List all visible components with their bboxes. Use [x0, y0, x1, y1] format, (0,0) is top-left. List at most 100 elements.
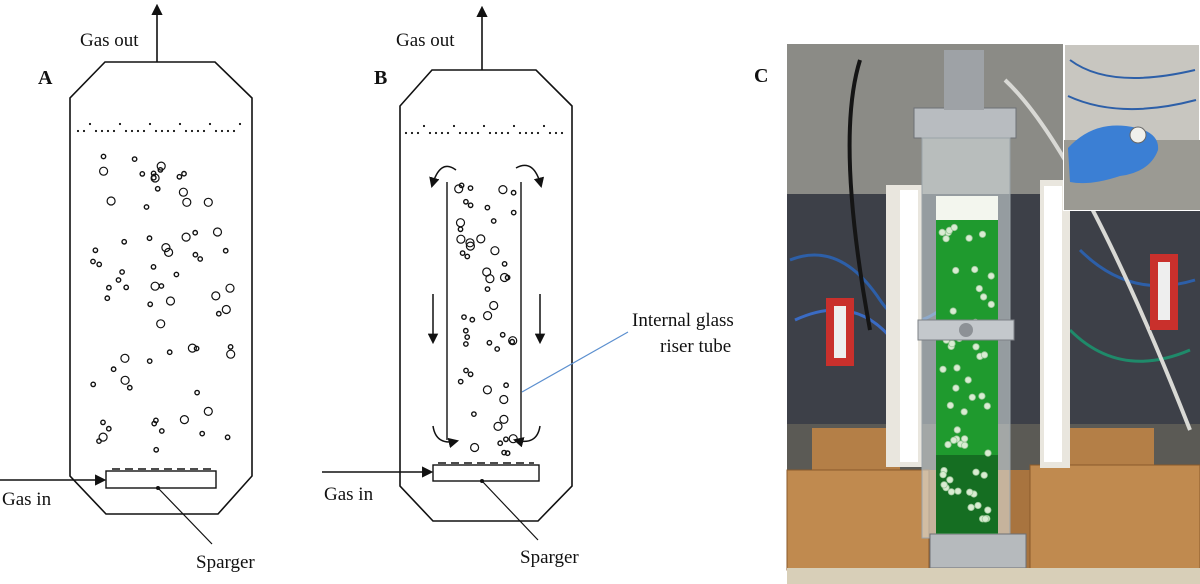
bubble: [227, 343, 234, 350]
bubble: [464, 253, 471, 260]
surface-dot: [512, 124, 516, 128]
carrier: [978, 392, 986, 400]
carrier: [960, 435, 969, 443]
bubble: [150, 281, 160, 291]
carrier: [950, 223, 958, 232]
carrier: [975, 284, 983, 293]
surface-dot: [190, 129, 194, 133]
panel-b-vessel: [399, 69, 573, 522]
bubble: [194, 389, 201, 396]
bubble: [143, 204, 150, 210]
bubble: [476, 234, 486, 244]
bubble: [110, 366, 117, 373]
bubble: [90, 258, 96, 265]
surface-dot: [136, 129, 140, 133]
carrier: [946, 401, 955, 409]
bubble: [484, 204, 491, 211]
carrier: [984, 506, 992, 514]
bubble: [484, 286, 491, 292]
bubble: [179, 415, 189, 425]
panel-b-top-left-flow-arrow: [429, 165, 457, 189]
bubble: [501, 260, 508, 267]
bubble: [490, 246, 500, 256]
carrier: [942, 235, 950, 243]
bubble: [224, 434, 231, 441]
panel-b-riser-label-line2: riser tube: [660, 336, 731, 357]
bubble: [158, 428, 165, 434]
surface-dot: [76, 129, 80, 133]
surface-dot: [202, 129, 206, 133]
bubble: [181, 232, 191, 242]
bubble: [181, 170, 187, 177]
carrier: [940, 481, 948, 489]
panel-c: C: [754, 43, 1200, 584]
panel-a: A Gas out Gas in Sparger: [0, 3, 255, 573]
bubble: [222, 247, 229, 254]
bubble: [510, 209, 517, 216]
surface-dot: [500, 131, 504, 135]
surface-dot: [530, 131, 534, 135]
bubble: [146, 235, 153, 242]
bubble: [151, 420, 158, 427]
panel-b-liquid-surface: [404, 124, 564, 135]
surface-dot: [184, 129, 188, 133]
bubble: [470, 411, 477, 417]
reactor-photo: [786, 43, 1200, 584]
panel-c-letter: C: [754, 65, 768, 87]
carrier: [967, 503, 975, 511]
panel-b-bottom-left-flow-arrow: [432, 425, 460, 449]
bubble: [158, 283, 165, 289]
surface-dot: [428, 131, 432, 135]
bubble: [226, 349, 236, 359]
bubble: [131, 156, 138, 163]
panel-b-riser-leader-line: [521, 331, 629, 393]
surface-dot: [124, 129, 128, 133]
surface-dot: [410, 131, 414, 135]
bubble: [156, 319, 166, 329]
bubble: [503, 382, 509, 389]
bubble: [499, 414, 509, 424]
bubble: [499, 272, 510, 283]
surface-dot: [560, 131, 564, 135]
surface-dot: [482, 124, 486, 128]
bubble: [176, 173, 183, 180]
surface-dot: [458, 131, 462, 135]
surface-dot: [178, 122, 182, 126]
panel-b-gas-in-label: Gas in: [324, 484, 374, 505]
bubble: [100, 153, 107, 160]
bubble: [182, 197, 192, 207]
bubble: [470, 442, 480, 453]
panel-a-bubbles: [90, 153, 236, 453]
bubble: [462, 198, 469, 205]
bubble: [192, 251, 199, 258]
surface-dot: [518, 131, 522, 135]
bubble: [497, 440, 504, 447]
surface-dot: [196, 129, 200, 133]
surface-dot: [100, 129, 104, 133]
bubble: [164, 247, 174, 257]
surface-dot: [404, 131, 408, 135]
carrier: [938, 228, 946, 236]
bubble: [454, 184, 464, 194]
bubble: [92, 247, 99, 254]
inset-photo: [1063, 43, 1200, 211]
surface-dot: [470, 131, 474, 135]
panel-a-sparger-label: Sparger: [196, 552, 255, 573]
bubble: [119, 269, 126, 275]
bubble: [203, 406, 213, 416]
bubble: [104, 295, 111, 302]
surface-dot: [476, 131, 480, 135]
bubble: [456, 234, 466, 244]
bubble: [467, 202, 474, 209]
bubble: [501, 449, 507, 456]
bubble: [508, 434, 518, 444]
bubble: [490, 218, 497, 224]
bubble: [126, 384, 133, 391]
bubble: [120, 375, 130, 385]
panel-b-bubbles: [454, 182, 518, 457]
carrier: [950, 436, 958, 444]
surface-dot: [452, 124, 456, 128]
surface-dot: [94, 129, 98, 133]
carrier: [947, 488, 956, 496]
carrier: [987, 272, 995, 280]
